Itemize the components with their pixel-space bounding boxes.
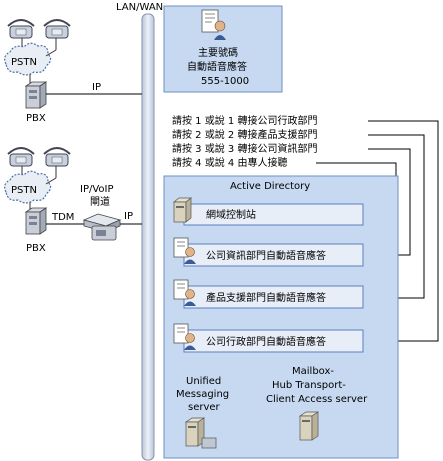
tdm-label: TDM — [51, 212, 74, 223]
um-server-label-line1: Unified — [186, 376, 221, 387]
mailbox-server-label-line1: Mailbox- — [292, 366, 334, 377]
mailbox-server-label-line3: Client Access server — [266, 394, 368, 405]
ad-item-label: 公司資訊部門自動語音應答 — [206, 249, 326, 262]
telephone-icon — [7, 147, 35, 167]
gateway-label-line2: 閘道 — [90, 195, 110, 208]
lan-wan-label: LAN/WAN — [116, 2, 163, 13]
route-option-1 — [367, 120, 439, 345]
ip-label: IP — [124, 211, 133, 222]
um-server-label-line3: server — [188, 402, 221, 413]
telephone-icon — [43, 19, 71, 39]
ad-item-label: 產品支援部門自動語音應答 — [206, 291, 326, 304]
main-aa-line3: 555-1000 — [201, 76, 249, 87]
pstn-label: PSTN — [11, 185, 37, 196]
pbx-device-icon — [24, 207, 48, 235]
pstn-cloud-icon — [4, 170, 52, 204]
voip-gateway-icon — [82, 213, 122, 241]
telephone-icon — [7, 19, 35, 39]
menu-option-4: 請按 4 或說 4 由專人接聽 — [172, 156, 287, 169]
ad-item-label: 公司行政部門自動語音應答 — [206, 335, 326, 348]
menu-option-3: 請按 3 或說 3 轉接公司資訊部門 — [172, 142, 317, 155]
main-auto-attendant-panel — [163, 5, 283, 93]
server-icon — [173, 197, 192, 223]
main-aa-line1: 主要號碼 — [198, 46, 238, 59]
pstn-label: PSTN — [11, 57, 37, 68]
pbx-label: PBX — [26, 113, 46, 124]
pbx-device-icon — [24, 81, 48, 109]
pbx-label: PBX — [26, 243, 46, 254]
lan-wan-backbone — [141, 13, 155, 461]
mailbox-server-icon — [298, 411, 320, 441]
gateway-label-line1: IP/VoIP — [80, 184, 114, 195]
um-server-icon — [184, 417, 217, 449]
menu-option-1: 請按 1 或說 1 轉接公司行政部門 — [172, 114, 317, 127]
mailbox-server-label-line2: Hub Transport- — [272, 380, 346, 391]
menu-option-2: 請按 2 或說 2 轉接產品支援部門 — [172, 128, 317, 141]
ip-label: IP — [92, 82, 101, 93]
ad-item-label: 網域控制站 — [206, 208, 256, 221]
main-aa-line2: 自動語音應答 — [187, 60, 247, 73]
active-directory-title: Active Directory — [230, 181, 310, 192]
um-server-label-line2: Messaging — [176, 389, 229, 400]
auto-attendant-icon — [173, 323, 196, 350]
auto-attendant-icon — [173, 279, 196, 306]
auto-attendant-icon — [173, 237, 196, 264]
pstn-cloud-icon — [4, 42, 52, 76]
auto-attendant-icon — [201, 9, 226, 40]
telephone-icon — [43, 147, 71, 167]
